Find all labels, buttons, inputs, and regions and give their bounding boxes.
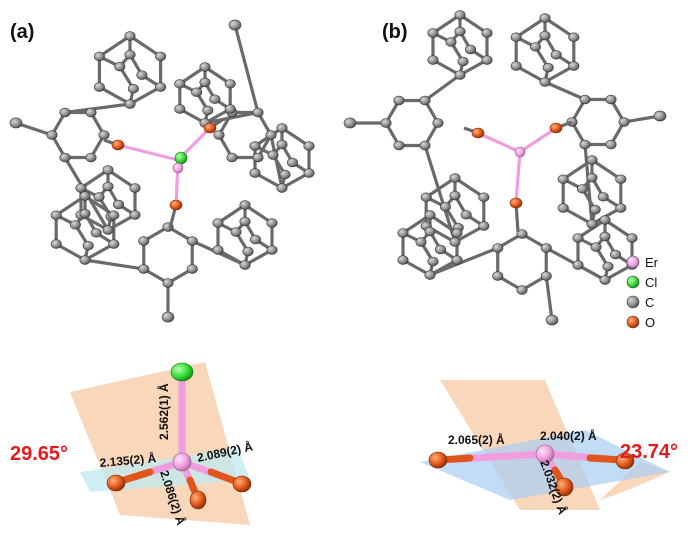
panel-label-a: (a) [10,21,34,43]
cl-atom-a [170,362,194,382]
legend-c-label: C [645,295,654,310]
coordination-geometry-b: 2.065(2) Å 2.040(2) Å 2.032(2) Å 23.74° [420,380,678,517]
o-atom-a2 [232,475,252,493]
panel-label-b: (b) [382,21,408,43]
molecule-structure-a [9,19,315,323]
coordination-geometry-a: 2.562(1) Å 2.089(2) Å 2.135(2) Å 2.086(2… [10,362,254,527]
dihedral-angle-b: 23.74° [620,441,678,463]
molecule-structure-b [343,10,667,326]
element-legend: Er Cl C O [626,255,659,330]
o-atom-a3 [189,490,207,510]
er-atom-b [535,444,555,464]
bond-length-a1: 2.562(1) Å [156,383,171,440]
o-atom-a1 [106,474,126,492]
o-atom-b2 [615,452,635,470]
o-atom-b1 [428,451,448,469]
legend-o-label: O [645,315,655,330]
o-atom-b3 [554,477,574,497]
plane-blue-b [420,430,670,500]
legend-er-label: Er [645,255,659,270]
legend-cl-label: Cl [645,275,657,290]
legend-cl-swatch [626,275,640,289]
er-atom-a [172,452,192,472]
bond-length-b2: 2.040(2) Å [540,428,597,443]
bond-length-a3: 2.135(2) Å [99,450,157,470]
dihedral-angle-a: 29.65° [10,443,68,465]
legend-o-swatch [626,315,640,329]
legend-c-swatch [626,295,640,309]
legend-er-swatch [626,255,640,269]
bond-length-b1: 2.065(2) Å [448,432,505,447]
